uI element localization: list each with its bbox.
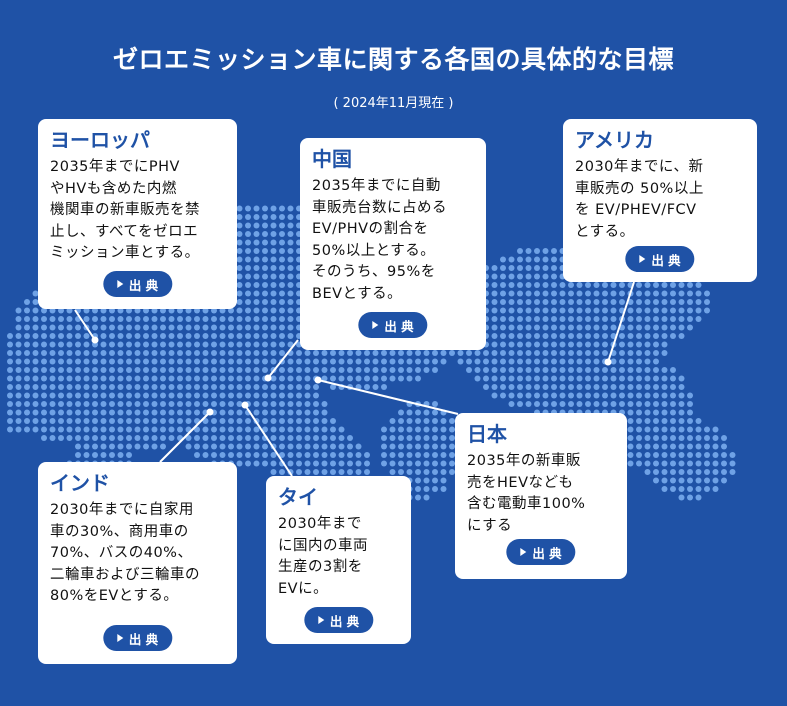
source-label: 出 典 [329, 613, 360, 629]
page-title: ゼロエミッション車に関する各国の具体的な目標 [112, 45, 674, 74]
card-title: 中国 [312, 147, 352, 171]
card-europe: ヨーロッパ 2035年までにPHV やHVも含めた内燃 機関車の新車販売を禁 止… [38, 119, 237, 309]
play-icon [520, 548, 527, 556]
source-label: 出 典 [384, 318, 414, 334]
play-icon [116, 280, 123, 288]
card-title: ヨーロッパ [50, 128, 150, 152]
card-title: 日本 [467, 422, 507, 446]
source-button-america[interactable]: 出 典 [625, 246, 695, 272]
source-button-india[interactable]: 出 典 [102, 625, 173, 651]
card-china: 中国 2035年までに自動 車販売台数に占める EV/PHVの割合を 50%以上… [300, 138, 486, 350]
connector-thailand [244, 404, 293, 477]
source-label: 出 典 [128, 277, 159, 293]
card-japan: 日本 2035年の新車販 売をHEVなども 含む電動車100% にする 出 典 [455, 413, 627, 579]
source-label: 出 典 [128, 631, 159, 647]
card-india: インド 2030年までに自家用 車の30%、商用車の 70%、バスの40%、 二… [38, 462, 237, 664]
card-body: 2030年までに自家用 車の30%、商用車の 70%、バスの40%、 二輪車およ… [50, 502, 200, 604]
play-icon [317, 616, 324, 624]
card-body: 2035年までにPHV やHVも含めた内燃 機関車の新車販売を禁 止し、すべてを… [50, 159, 200, 261]
source-label: 出 典 [651, 252, 681, 268]
as-of-date: ( 2024年11月現在 ) [333, 96, 454, 111]
connector-america [607, 281, 635, 363]
card-title: タイ [278, 485, 318, 509]
card-title: アメリカ [575, 128, 654, 152]
source-label: 出 典 [532, 545, 562, 561]
play-icon [116, 634, 123, 642]
play-icon [372, 321, 379, 329]
connector-japan [317, 379, 459, 415]
card-thailand: タイ 2030年まで に国内の車両 生産の3割を EVに。 出 典 [266, 476, 411, 644]
play-icon [639, 255, 646, 263]
source-button-thailand[interactable]: 出 典 [303, 607, 374, 633]
source-button-china[interactable]: 出 典 [358, 312, 428, 338]
card-america: アメリカ 2030年までに、新 車販売の 50%以上 を EV/PHEV/FCV… [563, 119, 757, 282]
card-body: 2030年までに、新 車販売の 50%以上 を EV/PHEV/FCV とする。 [575, 159, 704, 240]
card-body: 2035年の新車販 売をHEVなども 含む電動車100% にする [467, 453, 586, 534]
connector-europe [74, 309, 96, 341]
source-button-japan[interactable]: 出 典 [506, 539, 576, 565]
source-button-europe[interactable]: 出 典 [102, 271, 173, 297]
card-body: 2030年まで に国内の車両 生産の3割を EVに。 [278, 516, 368, 597]
connector-china [267, 339, 299, 379]
card-title: インド [50, 471, 110, 495]
card-body: 2035年までに自動 車販売台数に占める EV/PHVの割合を 50%以上とする… [312, 178, 447, 302]
connector-india [159, 411, 211, 463]
